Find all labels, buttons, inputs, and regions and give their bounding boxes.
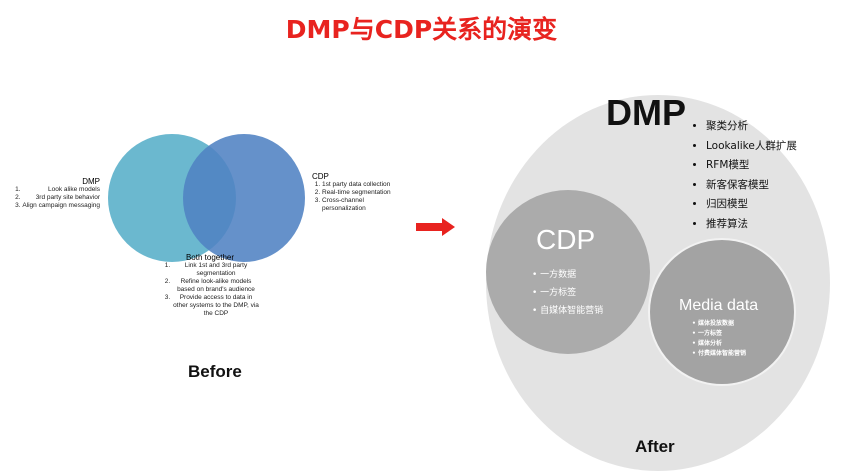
both-text: Both together Link 1st and 3rd party seg… <box>160 253 260 318</box>
dmp-item: Look alike models <box>22 186 100 194</box>
dmp-item: 新客保客模型 <box>706 176 797 196</box>
both-item: Link 1st and 3rd party segmentation <box>172 262 260 278</box>
cdp-item: 自媒体智能营销 <box>532 302 603 320</box>
cdp-item: Real-time segmentation <box>322 189 402 197</box>
dmp-item: Align campaign messaging <box>22 202 100 210</box>
arrow-right-icon <box>416 218 455 236</box>
cdp-item: 一方标签 <box>532 284 603 302</box>
cdp-label: CDP <box>312 172 329 181</box>
both-label: Both together <box>185 253 235 262</box>
cdp-text: CDP 1st party data collection Real-time … <box>312 172 402 213</box>
dmp-text: DMP Look alike models 3rd party site beh… <box>8 177 100 210</box>
both-item: Provide access to data in other systems … <box>172 294 260 318</box>
cdp-item: Cross-channel personalization <box>322 197 402 213</box>
dmp-item: 3rd party site behavior <box>22 194 100 202</box>
cdp-item: 1st party data collection <box>322 181 402 189</box>
media-circle <box>648 238 796 386</box>
dmp-label: DMP <box>82 177 100 186</box>
after-dmp-label: DMP <box>606 92 686 133</box>
page-title: DMP与CDP关系的演变 <box>285 15 558 44</box>
media-item: 媒体分析 <box>692 339 746 349</box>
dmp-item: RFM模型 <box>706 156 797 176</box>
media-item: 媒体投放数据 <box>692 319 746 329</box>
cdp-list: 一方数据 一方标签 自媒体智能营销 <box>532 266 603 320</box>
dmp-list: 聚类分析 Lookalike人群扩展 RFM模型 新客保客模型 归因模型 推荐算… <box>692 117 797 234</box>
media-item: 付费媒体智能营销 <box>692 349 746 359</box>
after-cdp-label: CDP <box>536 224 596 255</box>
cdp-circle <box>183 134 305 262</box>
dmp-item: 归因模型 <box>706 195 797 215</box>
dmp-item: Lookalike人群扩展 <box>706 137 797 157</box>
media-item: 一方标签 <box>692 329 746 339</box>
before-label: Before <box>188 362 242 381</box>
dmp-item: 聚类分析 <box>706 117 797 137</box>
cdp-item: 一方数据 <box>532 266 603 284</box>
media-list: 媒体投放数据 一方标签 媒体分析 付费媒体智能营销 <box>692 319 746 359</box>
after-label: After <box>635 437 675 456</box>
after-media-label: Media data <box>679 297 759 314</box>
both-item: Refine look-alike models based on brand'… <box>172 278 260 294</box>
dmp-item: 推荐算法 <box>706 215 797 235</box>
